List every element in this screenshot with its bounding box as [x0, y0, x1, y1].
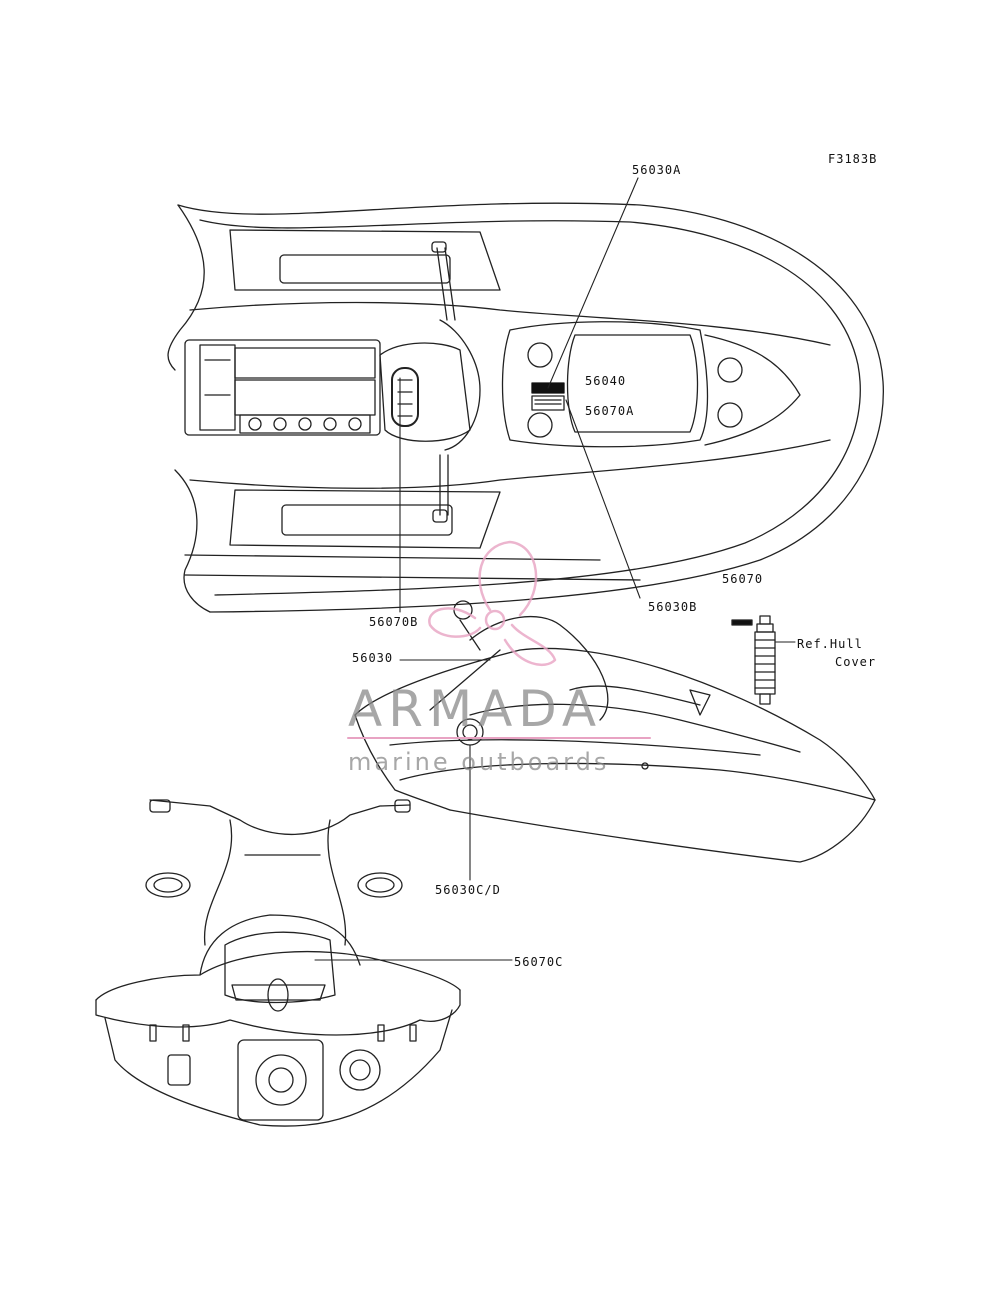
callout-56070A: 56070A: [585, 404, 635, 418]
leader-lines: [314, 177, 796, 961]
watermark-tagline: marine outboards: [348, 748, 610, 776]
watermark-name: ARMADA: [348, 680, 603, 738]
callout-56040: 56040: [585, 374, 627, 388]
side-view-craft: [354, 600, 876, 863]
callout-ref-cover: Cover: [835, 655, 877, 669]
callout-56030: 56030: [352, 651, 394, 665]
callout-56030CD: 56030C/D: [435, 883, 501, 897]
rear-view-craft: [95, 799, 461, 1127]
callout-56030A: 56030A: [632, 163, 682, 177]
callout-56070: 56070: [722, 572, 764, 586]
watermark-propeller-logo: [428, 540, 557, 667]
callout-56030B: 56030B: [648, 600, 698, 614]
callout-56070B: 56070B: [369, 615, 419, 629]
reflector-part-56070: [731, 615, 776, 705]
figure-code: F3183B: [828, 152, 878, 166]
callout-ref-hull: Ref.Hull: [797, 637, 863, 651]
callout-56070C: 56070C: [514, 955, 564, 969]
